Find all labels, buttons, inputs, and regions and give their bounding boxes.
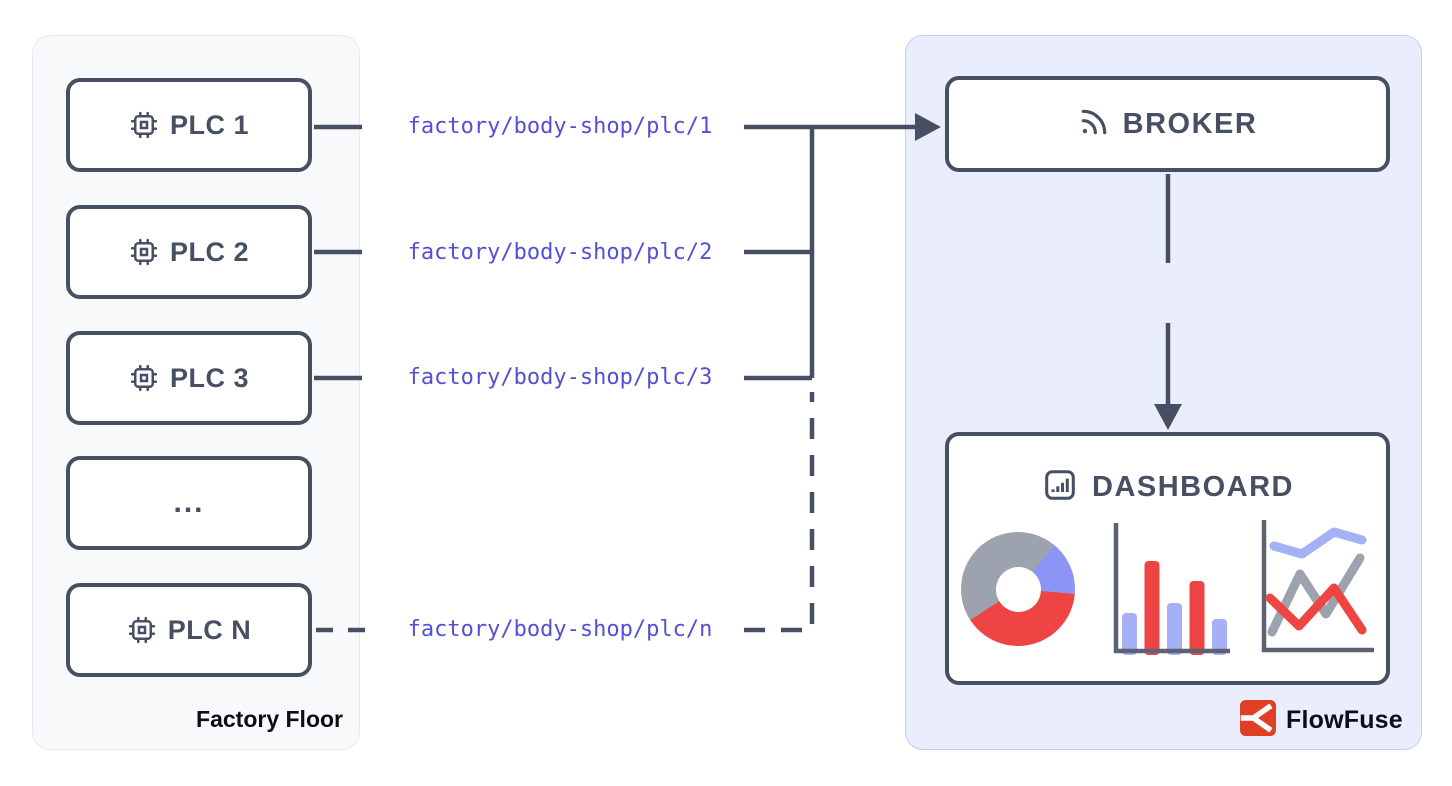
plc-label: PLC N	[167, 614, 252, 645]
line-series	[1267, 553, 1365, 637]
plc-1-node: PLC 1	[66, 78, 312, 172]
cpu-icon	[129, 110, 159, 140]
ellipsis-label: ...	[173, 486, 205, 519]
mini-bar-chart	[1108, 518, 1236, 665]
plc-n-node: PLC N	[66, 583, 312, 677]
bar-chart-icon	[1041, 466, 1079, 509]
topic-plc-n: factory/body-shop/plc/n	[407, 617, 713, 642]
cpu-icon	[127, 615, 157, 645]
brand: FlowFuse	[1240, 700, 1403, 741]
plc-label: PLC 3	[169, 362, 250, 393]
factory-floor-label: Factory Floor	[196, 706, 343, 732]
mini-line-chart	[1254, 512, 1380, 665]
brand-name: FlowFuse	[1286, 706, 1403, 734]
flowfuse-logo-icon	[1240, 700, 1276, 741]
plc-3-node: PLC 3	[66, 331, 312, 425]
cpu-icon	[129, 237, 159, 267]
broker-node: BROKER	[933, 63, 1400, 185]
rss-icon	[1078, 106, 1110, 143]
line-series	[1265, 583, 1367, 635]
plc-label: PLC 1	[169, 109, 250, 140]
topic-plc-3: factory/body-shop/plc/3	[407, 365, 713, 390]
dashboard-label: DASHBOARD	[1092, 471, 1294, 503]
topic-plc-1: factory/body-shop/plc/1	[407, 114, 713, 139]
topic-plc-2: factory/body-shop/plc/2	[407, 240, 713, 265]
plc-2-node: PLC 2	[66, 205, 312, 299]
broker-label: BROKER	[1122, 107, 1258, 140]
cpu-icon	[129, 363, 159, 393]
ellipsis-node: ...	[66, 456, 312, 550]
line-series	[1269, 527, 1367, 559]
plc-label: PLC 2	[169, 236, 250, 267]
donut-chart	[961, 532, 1075, 646]
connector-topicn-trunk	[744, 392, 815, 633]
